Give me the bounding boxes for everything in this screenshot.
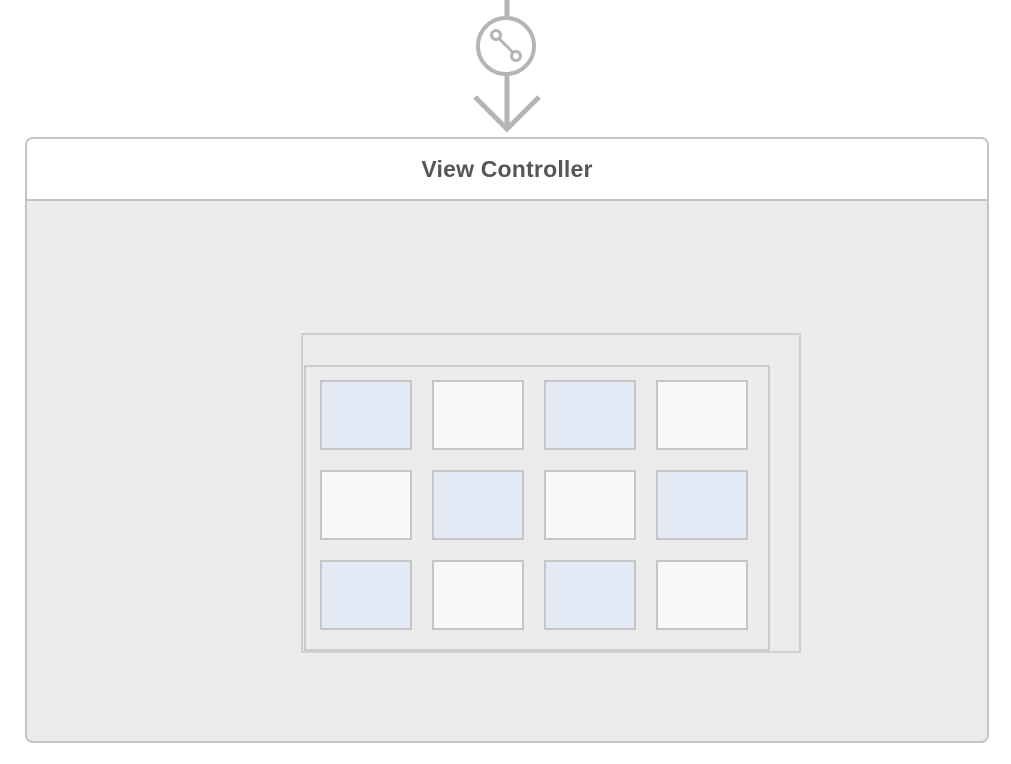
collection-cell-r2-c2[interactable] <box>432 470 524 540</box>
scene-title: View Controller <box>421 155 593 182</box>
collection-cell-r3-c2[interactable] <box>432 560 524 630</box>
collection-view[interactable] <box>304 365 770 651</box>
collection-cell-r2-c3[interactable] <box>544 470 636 540</box>
collection-cell-r1-c4[interactable] <box>656 380 748 450</box>
initial-segue[interactable] <box>0 0 1011 140</box>
scene-header[interactable]: View Controller <box>27 139 987 201</box>
segue-icon[interactable] <box>476 16 536 76</box>
collection-cell-r3-c3[interactable] <box>544 560 636 630</box>
view-controller-scene[interactable]: View Controller <box>25 137 989 743</box>
collection-cell-r3-c4[interactable] <box>656 560 748 630</box>
collection-cell-r2-c1[interactable] <box>320 470 412 540</box>
collection-cell-r1-c2[interactable] <box>432 380 524 450</box>
collection-cell-r3-c1[interactable] <box>320 560 412 630</box>
collection-cell-r2-c4[interactable] <box>656 470 748 540</box>
collection-cell-r1-c1[interactable] <box>320 380 412 450</box>
entry-point-arrow <box>473 95 541 133</box>
collection-cell-r1-c3[interactable] <box>544 380 636 450</box>
container-view[interactable] <box>301 333 801 653</box>
